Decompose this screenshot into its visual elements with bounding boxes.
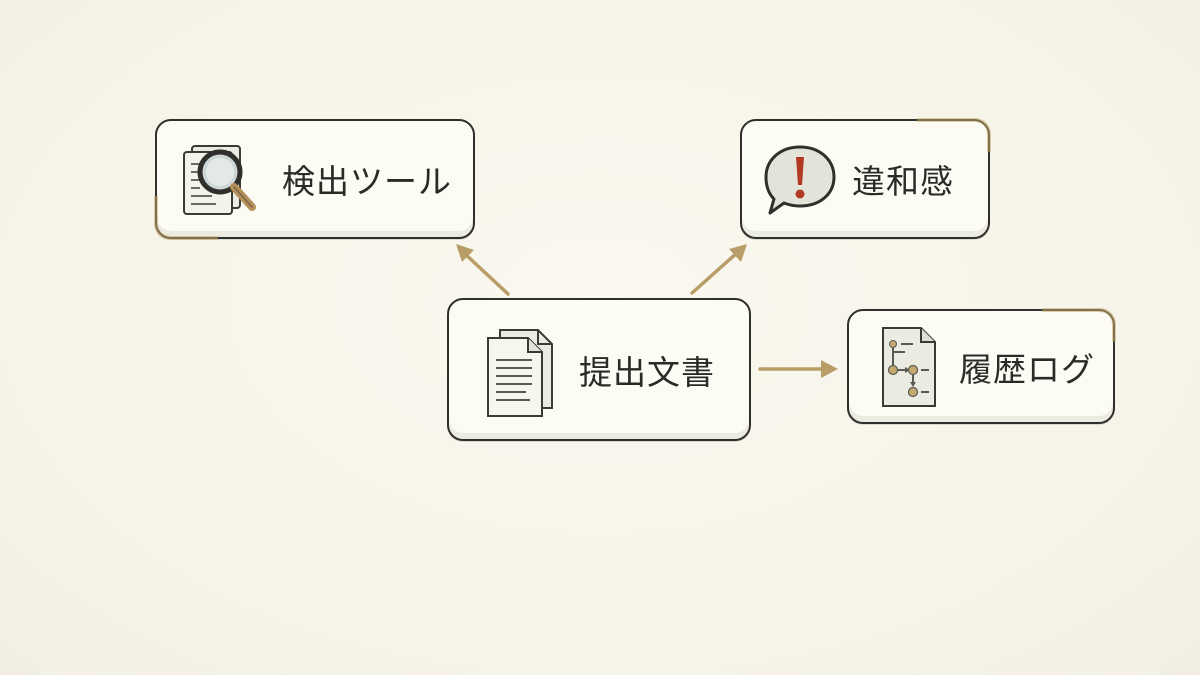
node-detection-tool: 検出ツール	[154, 119, 475, 240]
node-discomfort: 違和感	[740, 118, 991, 239]
node-label: 提出文書	[579, 352, 715, 392]
flowchart-log-icon	[859, 311, 959, 422]
node-label: 違和感	[852, 162, 954, 201]
arrowhead	[456, 244, 474, 262]
arrowhead	[729, 244, 747, 262]
arrowhead	[821, 360, 838, 378]
edge-document-to-tool	[456, 244, 510, 296]
node-submitted-document: 提出文書	[447, 298, 751, 441]
edge-document-to-history	[758, 360, 838, 378]
magnifier-document-icon	[167, 121, 277, 237]
node-label: 履歴ログ	[959, 349, 1095, 389]
documents-icon	[464, 300, 574, 439]
node-label: 検出ツール	[282, 162, 452, 201]
node-history-log: 履歴ログ	[847, 308, 1116, 424]
edge-document-to-discomfort	[690, 244, 747, 295]
exclamation-speech-bubble-icon	[752, 121, 847, 237]
